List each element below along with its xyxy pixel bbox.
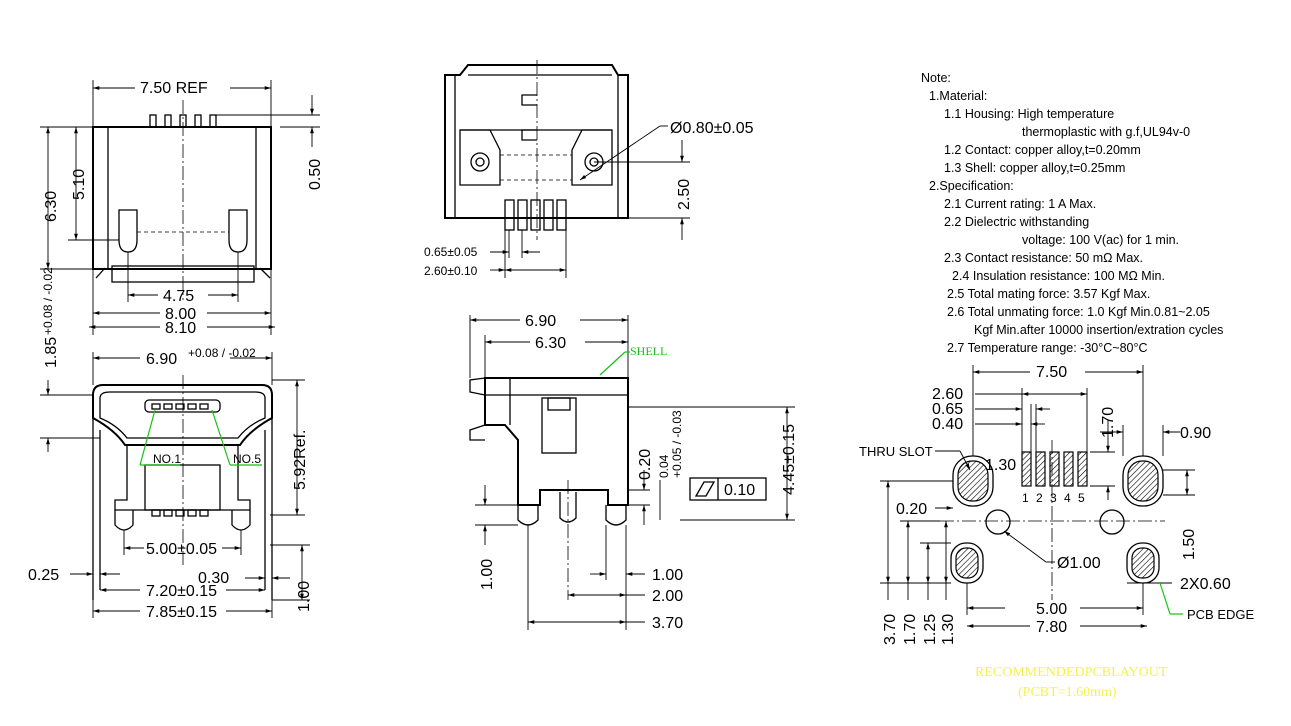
note-line-0: 1.Material:: [929, 89, 987, 103]
label-no1: NO.1: [153, 452, 181, 466]
pcb-dim-130-left: 1.30: [940, 614, 957, 645]
dim-185: 1.85: [43, 337, 60, 368]
label-pcb-edge: PCB EDGE: [1187, 607, 1255, 622]
dim-592: 5.92Ref.: [292, 430, 309, 490]
dim-630: 6.30: [43, 191, 60, 222]
dim-500: 5.00±0.05: [146, 541, 217, 558]
note-line-8: voltage: 100 V(ac) for 1 min.: [1022, 233, 1179, 247]
side-dim-100-vert: 1.00: [479, 559, 496, 590]
dim-050: 0.50: [307, 159, 324, 190]
note-line-2: thermoplastic with g.f,UL94v-0: [1022, 125, 1190, 139]
side-dim-004-tol: +0.05 / -0.03: [670, 410, 684, 478]
front-view: 7.50 REF 6.30 5.10 0.50 4.75 8.00 8.10: [40, 80, 324, 337]
dim-690-tol: +0.08 / -0.02: [188, 346, 256, 360]
top-view: Ø0.80±0.05 2.50 0.65±0.05 2.60±0.10: [424, 60, 754, 278]
side-dim-690: 6.90: [525, 313, 556, 330]
side-dim-100: 1.00: [652, 567, 683, 584]
label-no5: NO.5: [233, 452, 261, 466]
pcb-dim-370: 3.70: [882, 614, 899, 645]
dim-720: 7.20±0.15: [146, 583, 217, 600]
flatness-value: 0.10: [724, 482, 755, 499]
note-line-9: 2.3 Contact resistance: 50 mΩ Max.: [944, 251, 1143, 265]
note-line-5: 2.Specification:: [929, 179, 1014, 193]
pcb-layout: 1 2 3 4 5 7.50 2.60 0.65 0.40 1.70: [859, 364, 1255, 700]
note-line-3: 1.2 Contact: copper alloy,t=0.20mm: [944, 143, 1141, 157]
flatness-tolerance-box: 0.10: [689, 477, 767, 501]
note-line-7: 2.2 Dielectric withstanding: [944, 215, 1089, 229]
side-dim-200: 2.00: [652, 588, 683, 605]
dim-065: 0.65±0.05: [424, 245, 478, 259]
dim-690: 6.90: [146, 351, 177, 368]
bottom-view: NO.1 NO.5 6.90 +0.08 / -0.02 1.85 +0.08 …: [28, 267, 313, 621]
pcb-layout-subtitle: (PCBT=1.60mm): [1018, 685, 1117, 700]
side-dim-020: 0.20: [637, 449, 654, 480]
side-dim-370: 3.70: [652, 615, 683, 632]
side-view: 6.90 6.30 SHELL 0.20 0.04 +0.05 / -0.03 …: [469, 313, 798, 632]
pcb-dim-500: 5.00: [1036, 601, 1067, 618]
pin-number-2: 2: [1036, 491, 1043, 505]
front-pins: [149, 114, 217, 128]
pin-number-5: 5: [1078, 491, 1085, 505]
note-line-11: 2.5 Total mating force: 3.57 Kgf Max.: [947, 287, 1150, 301]
pcb-dim-130: 1.30: [985, 457, 1016, 474]
side-dim-004: 0.04: [657, 454, 671, 478]
dim-785: 7.85±0.15: [146, 604, 217, 621]
side-dim-630: 6.30: [535, 335, 566, 352]
side-dim-445: 4.45±0.15: [781, 424, 798, 495]
bottom-contacts: [151, 403, 209, 410]
bottom-pins: [151, 509, 209, 517]
dim-475: 4.75: [163, 288, 194, 305]
pcb-dim-750: 7.50: [1036, 364, 1067, 381]
dim-260: 2.60±0.10: [424, 264, 478, 278]
dim-510: 5.10: [71, 169, 88, 200]
dim-250: 2.50: [676, 179, 693, 210]
pcb-dim-065: 0.65: [932, 401, 963, 418]
dim-800: 8.00: [165, 306, 196, 323]
notes-block: Note: 1.Material: 1.1 Housing: High temp…: [921, 71, 1223, 355]
top-pins: [504, 199, 567, 231]
pcb-dim-040: 0.40: [932, 416, 963, 433]
dim-080: Ø0.80±0.05: [670, 120, 754, 137]
label-thru-slot: THRU SLOT: [859, 444, 933, 459]
dim-030: 0.30: [198, 570, 229, 587]
note-line-13: Kgf Min.after 10000 insertion/extration …: [974, 323, 1223, 337]
pcb-dim-090: 0.90: [1180, 425, 1211, 442]
pin-number-4: 4: [1064, 491, 1071, 505]
note-line-10: 2.4 Insulation resistance: 100 MΩ Min.: [952, 269, 1165, 283]
pcb-dim-2x060: 2X0.60: [1180, 576, 1231, 593]
pcb-layout-title: RECOMMENDEDPCBLAYOUT: [975, 665, 1168, 680]
pcb-dim-780: 7.80: [1036, 619, 1067, 636]
note-line-6: 2.1 Current rating: 1 A Max.: [944, 197, 1096, 211]
dim-100-right: 1.00: [296, 581, 313, 612]
pcb-dim-170: 1.70: [1100, 407, 1117, 438]
dim-750-ref: 7.50 REF: [140, 80, 208, 97]
pcb-dim-260: 2.60: [932, 386, 963, 403]
pcb-pads: [1021, 451, 1088, 487]
pcb-dim-150: 1.50: [1181, 529, 1198, 560]
pin-number-1: 1: [1022, 491, 1029, 505]
note-line-14: 2.7 Temperature range: -30°C~80°C: [947, 341, 1148, 355]
dim-810: 8.10: [165, 320, 196, 337]
pcb-dim-125: 1.25: [922, 614, 939, 645]
note-line-4: 1.3 Shell: copper alloy,t=0.25mm: [944, 161, 1125, 175]
dim-025: 0.25: [28, 567, 59, 584]
pin-number-3: 3: [1050, 491, 1057, 505]
label-shell: SHELL: [630, 344, 667, 358]
dim-185-tol: +0.08 / -0.02: [41, 267, 55, 335]
notes-title: Note:: [921, 71, 951, 85]
pcb-dim-170-left: 1.70: [902, 614, 919, 645]
pcb-dim-020: 0.20: [896, 501, 927, 518]
note-line-1: 1.1 Housing: High temperature: [944, 107, 1114, 121]
pcb-dim-hole: Ø1.00: [1057, 555, 1101, 572]
note-line-12: 2.6 Total unmating force: 1.0 Kgf Min.0.…: [947, 305, 1210, 319]
